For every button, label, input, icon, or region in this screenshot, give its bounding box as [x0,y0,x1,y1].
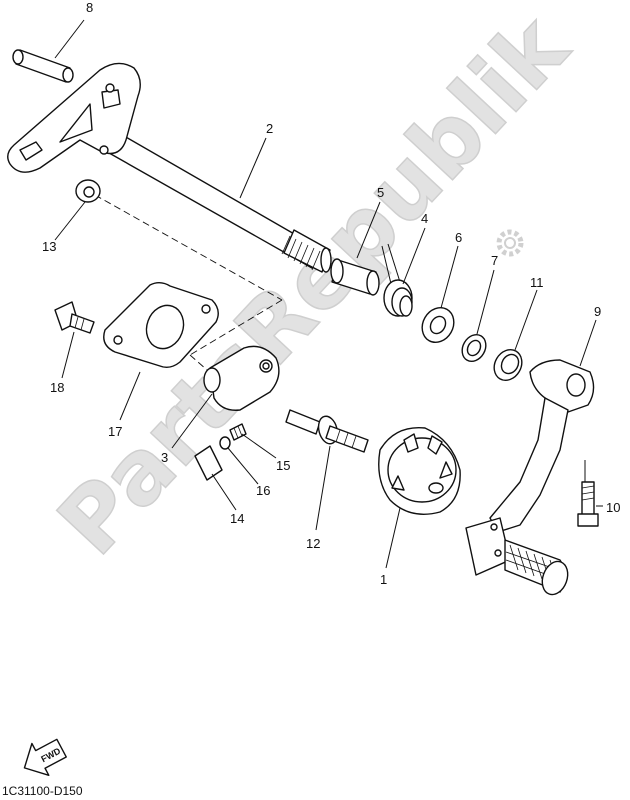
fwd-arrow-icon: FWD [23,738,67,777]
part-18-screw[interactable] [54,301,95,334]
leader-7 [476,269,495,335]
label-10: 10 [606,500,620,515]
part-1-shift-drum-segment[interactable] [378,426,461,515]
leader-1 [385,507,401,569]
label-6: 6 [455,230,462,245]
label-12: 12 [306,536,320,551]
part-13-shaft-washer[interactable] [75,179,101,203]
leader-12 [315,445,331,531]
part-6-washer[interactable] [416,302,460,348]
label-1: 1 [380,572,387,587]
label-14: 14 [230,511,244,526]
part-8-pin[interactable] [12,49,74,83]
label-18: 18 [50,380,64,395]
part-7-oil-seal[interactable] [457,330,490,365]
assembly-line-13 [94,194,283,301]
part-11-bearing[interactable] [489,345,528,386]
leader-8 [54,19,85,59]
leader-15 [241,433,277,459]
leader-9 [579,319,597,367]
label-15: 15 [276,458,290,473]
watermark-gear-icon [496,229,524,257]
label-2: 2 [266,121,273,136]
part-3-stopper-lever[interactable] [203,345,280,411]
part-4-torsion-spring[interactable] [381,243,413,317]
label-11: 11 [530,275,544,290]
leader-3 [171,393,213,449]
label-13: 13 [42,239,56,254]
part-16-roller-pin[interactable] [219,436,231,450]
leader-14 [211,473,237,511]
part-14-plate[interactable] [194,445,223,481]
label-7: 7 [491,253,498,268]
leader-16 [227,447,259,485]
label-8: 8 [86,0,93,15]
part-labels: 8 2 5 4 6 7 11 9 13 18 17 3 15 16 14 12 … [42,0,620,587]
label-16: 16 [256,483,270,498]
leader-18 [61,331,75,379]
leader-4 [402,227,426,285]
label-17: 17 [108,424,122,439]
leader-5 [356,201,381,259]
part-15-spring[interactable] [229,423,247,441]
part-5-collar[interactable] [330,258,380,296]
label-5: 5 [377,185,384,200]
label-4: 4 [421,211,428,226]
leader-11 [514,289,538,351]
part-17-retainer-plate[interactable] [103,282,219,369]
part-10-pedal-bolt[interactable] [577,481,599,527]
part-9-shift-pedal[interactable] [465,359,595,598]
leader-6 [440,245,459,309]
leader-2 [239,137,267,199]
label-3: 3 [161,450,168,465]
part-12-stopper-bolt[interactable] [285,409,369,453]
assembly-line-17 [189,299,283,356]
leader-17 [119,371,141,421]
diagram-code: 1C31100-D150 [2,784,83,798]
part-2-shift-shaft[interactable] [7,62,332,273]
leader-13 [54,201,86,241]
label-9: 9 [594,304,601,319]
